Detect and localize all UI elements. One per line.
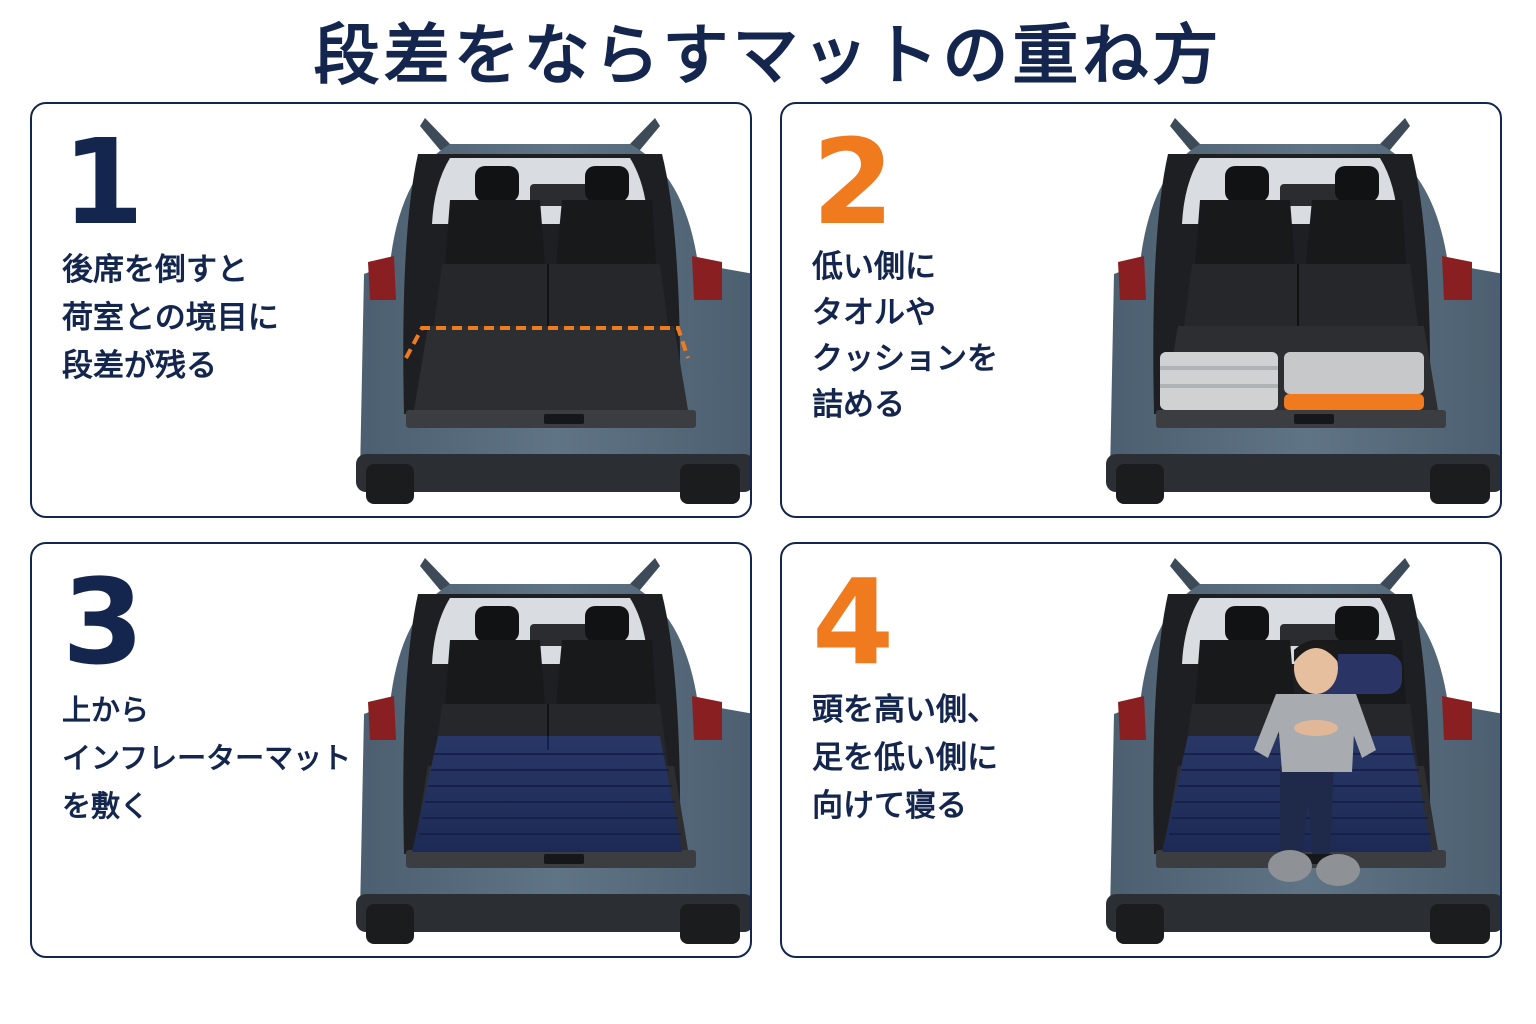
step-line: 荷室との境目に (62, 300, 279, 336)
step-line: 詰める (812, 387, 905, 423)
step-description: 頭を高い側、 足を低い側に 向けて寝る (812, 686, 998, 830)
step-description: 後席を倒すと 荷室との境目に 段差が残る (62, 246, 279, 390)
car-trunk-illustration (1106, 558, 1500, 944)
step-line: を敷く (62, 789, 150, 823)
step-number: 1 (62, 113, 145, 251)
step-description: 上から インフレーターマット を敷く (62, 686, 351, 830)
step-line: 頭を高い側、 (812, 692, 998, 728)
step-line: 上から (62, 693, 150, 727)
step-line: タオルや (812, 295, 936, 331)
step-number: 3 (62, 553, 145, 691)
step-line: 後席を倒すと (62, 252, 248, 288)
car-trunk-illustration (356, 558, 750, 944)
car-trunk-illustration (1106, 118, 1500, 504)
step-line: 足を低い側に (812, 740, 998, 776)
step-panel-1: 1 後席を倒すと 荷室との境目に 段差が残る (30, 102, 752, 518)
step-panel-2: 2 低い側に タオルや クッションを 詰める (780, 102, 1502, 518)
step-line: クッションを (812, 341, 998, 377)
step-number: 4 (812, 553, 895, 691)
car-trunk-illustration (356, 118, 750, 504)
step-line: 段差が残る (62, 348, 217, 384)
step-description: 低い側に タオルや クッションを 詰める (812, 244, 998, 428)
step-line: 低い側に (812, 249, 936, 285)
step-number: 2 (812, 113, 895, 251)
step-panel-4: 4 頭を高い側、 足を低い側に 向けて寝る (780, 542, 1502, 958)
step-line: インフレーターマット (62, 741, 352, 775)
page-title: 段差をならすマットの重ね方 (313, 17, 1223, 94)
step-line: 向けて寝る (812, 788, 967, 824)
step-panel-3: 3 上から インフレーターマット を敷く (30, 542, 752, 958)
